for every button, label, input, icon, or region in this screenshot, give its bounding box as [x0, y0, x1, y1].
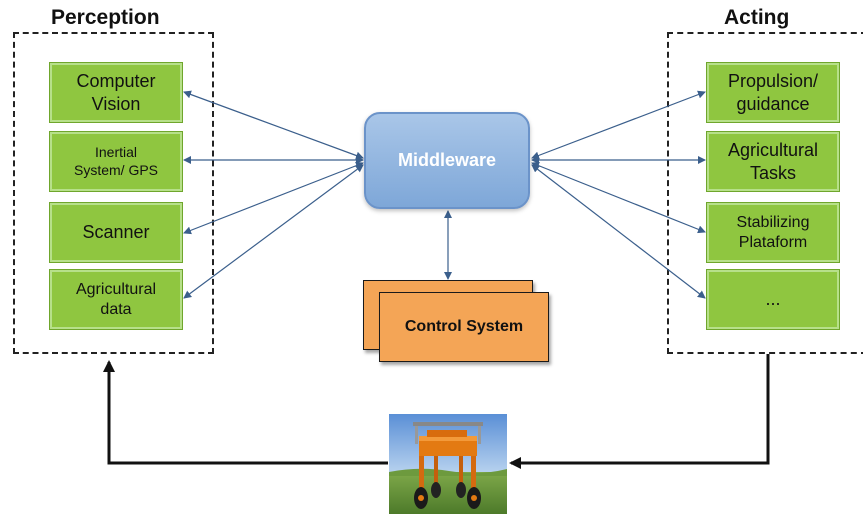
control-system-node: Control System	[379, 292, 549, 362]
perception-agricultural-data: Agricultural data	[49, 269, 183, 330]
arrow-middleware-computer-vision	[183, 90, 364, 160]
middleware-node: Middleware	[364, 112, 530, 209]
acting-stabilizing-plataform: Stabilizing Plataform	[706, 202, 840, 263]
perception-computer-vision-label: Computer Vision	[76, 71, 156, 114]
perception-scanner: Scanner	[49, 202, 183, 263]
acting-propulsion-guidance: Propulsion/ guidance	[706, 62, 840, 123]
acting-more: ...	[706, 269, 840, 330]
perception-inertial-gps: Inertial System/ GPS	[49, 131, 183, 192]
acting-agricultural-tasks-label: Agricultural Tasks	[727, 140, 819, 183]
acting-more-label: ...	[765, 289, 781, 310]
arrow-middleware-more	[531, 164, 706, 299]
perception-title: Perception	[51, 6, 160, 29]
perception-inertial-gps-label: Inertial System/ GPS	[73, 144, 159, 178]
arrow-middleware-scanner	[183, 161, 364, 235]
acting-title: Acting	[724, 6, 790, 29]
arrow-middleware-stabilizing	[531, 161, 706, 234]
acting-propulsion-guidance-label: Propulsion/ guidance	[727, 71, 819, 114]
acting-agricultural-tasks: Agricultural Tasks	[706, 131, 840, 192]
feedback-line-left	[103, 360, 388, 465]
perception-scanner-label: Scanner	[82, 222, 150, 243]
agricultural-robot-photo	[389, 414, 507, 514]
perception-computer-vision: Computer Vision	[49, 62, 183, 123]
feedback-line-right	[509, 354, 770, 469]
acting-stabilizing-plataform-label: Stabilizing Plataform	[736, 213, 810, 251]
control-system-label: Control System	[404, 318, 524, 335]
arrow-middleware-agricultural-data	[183, 164, 364, 299]
middleware-label: Middleware	[397, 150, 497, 170]
perception-agricultural-data-label: Agricultural data	[75, 280, 157, 318]
arrow-middleware-propulsion	[531, 90, 706, 160]
